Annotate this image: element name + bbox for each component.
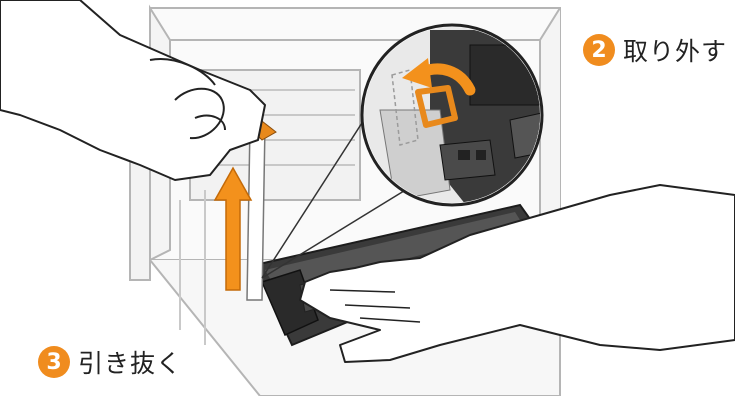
step-3: 3 引き抜く: [38, 344, 182, 380]
step-3-badge: 3: [38, 346, 70, 378]
step-3-label: 引き抜く: [78, 344, 182, 380]
step-2-label: 取り外す: [623, 32, 727, 68]
step-2-badge: 2: [583, 34, 615, 66]
step-2: 2 取り外す: [583, 32, 727, 68]
